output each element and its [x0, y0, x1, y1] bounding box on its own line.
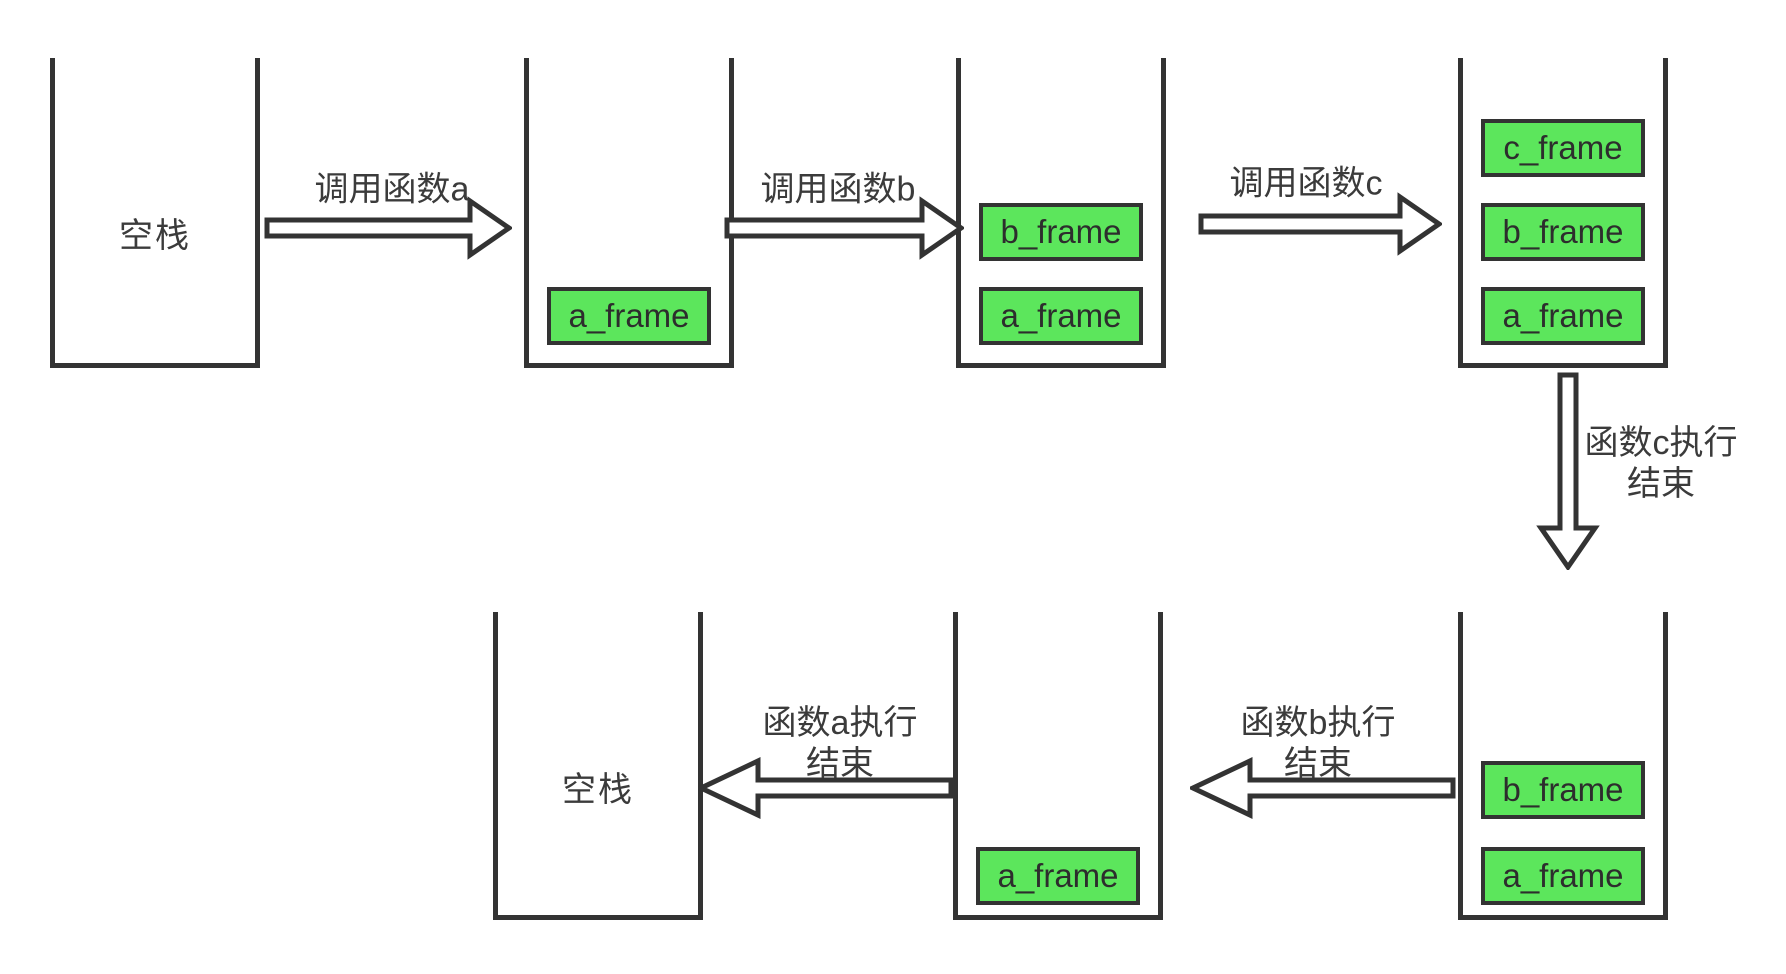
stack-top-ba: b_frame a_frame — [956, 58, 1166, 368]
frame-c: c_frame — [1481, 119, 1645, 177]
stack-bottom-empty: 空栈 — [493, 612, 703, 920]
frame-b: b_frame — [1481, 203, 1645, 261]
frame-list: a_frame — [958, 847, 1158, 915]
return-b-arrow-left-icon — [1190, 757, 1456, 819]
frame-b: b_frame — [1481, 761, 1645, 819]
stack-top-empty: 空栈 — [50, 58, 260, 368]
return-a-label-line1: 函数a执行 — [762, 704, 918, 742]
return-c-arrow-label: 函数c执行 结束 — [1585, 423, 1738, 505]
return-b-label-line2: 结束 — [1283, 745, 1352, 783]
empty-stack-label: 空栈 — [119, 217, 191, 255]
call-c-arrow-right-icon — [1198, 192, 1442, 256]
frame-b: b_frame — [979, 203, 1143, 261]
frame-a: a_frame — [979, 287, 1143, 345]
call-b-arrow-right-icon — [724, 196, 964, 260]
return-c-arrow-down-icon — [1536, 372, 1600, 570]
return-a-arrow-left-icon — [698, 757, 954, 819]
stack-top-cba: c_frame b_frame a_frame — [1458, 58, 1668, 368]
frame-a: a_frame — [1481, 847, 1645, 905]
stack-top-a: a_frame — [524, 58, 734, 368]
frame-a: a_frame — [1481, 287, 1645, 345]
call-a-arrow-label: 调用函数a — [314, 170, 470, 209]
return-a-arrow-label: 函数a执行 结束 — [763, 703, 918, 785]
frame-a: a_frame — [976, 847, 1140, 905]
call-b-arrow-label: 调用函数b — [760, 170, 916, 209]
frame-list: b_frame a_frame — [961, 203, 1161, 363]
call-c-arrow-label: 调用函数c — [1229, 164, 1383, 203]
return-a-label-line2: 结束 — [805, 745, 874, 783]
return-b-label-line1: 函数b执行 — [1240, 704, 1396, 742]
stack-bottom-ba: b_frame a_frame — [1458, 612, 1668, 920]
stack-bottom-a: a_frame — [953, 612, 1163, 920]
empty-stack-label: 空栈 — [562, 771, 634, 809]
frame-list: c_frame b_frame a_frame — [1463, 119, 1663, 363]
frame-list: a_frame — [529, 287, 729, 363]
return-b-arrow-label: 函数b执行 结束 — [1241, 703, 1396, 785]
frame-a: a_frame — [547, 287, 711, 345]
frame-list: b_frame a_frame — [1463, 761, 1663, 915]
call-a-arrow-right-icon — [264, 196, 512, 260]
return-c-label-line1: 函数c执行 — [1584, 424, 1738, 462]
return-c-label-line2: 结束 — [1627, 465, 1695, 503]
